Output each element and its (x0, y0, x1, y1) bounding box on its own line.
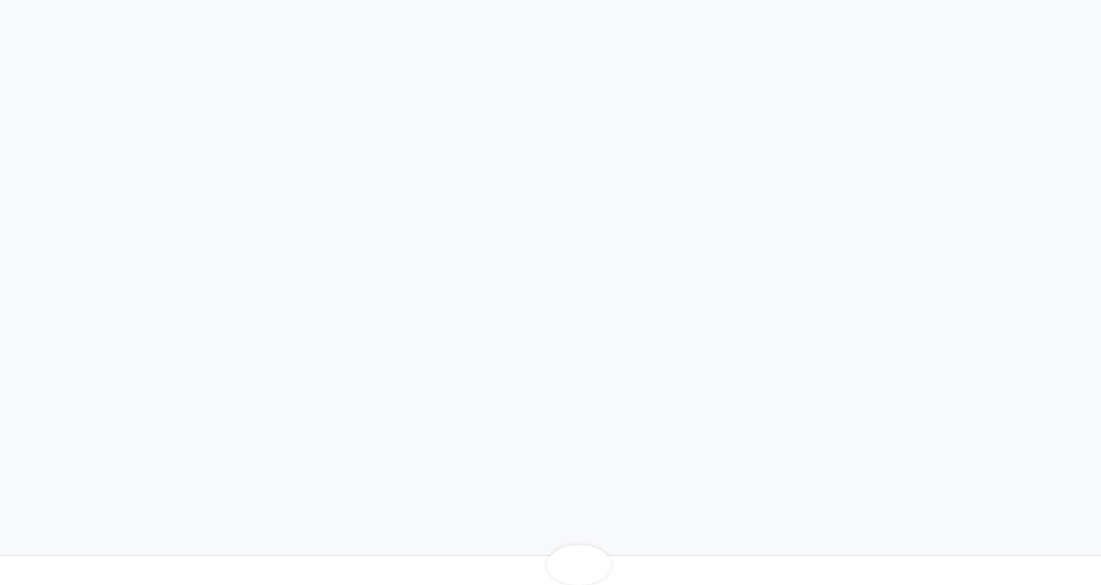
diagram-canvas: 用户用户服务器服务器数据库数据库 发送登录请求查询用户信息返回结果登录成功 (0, 2, 1101, 556)
scroll-knob[interactable] (547, 545, 611, 585)
diagram-panel (0, 555, 1101, 556)
